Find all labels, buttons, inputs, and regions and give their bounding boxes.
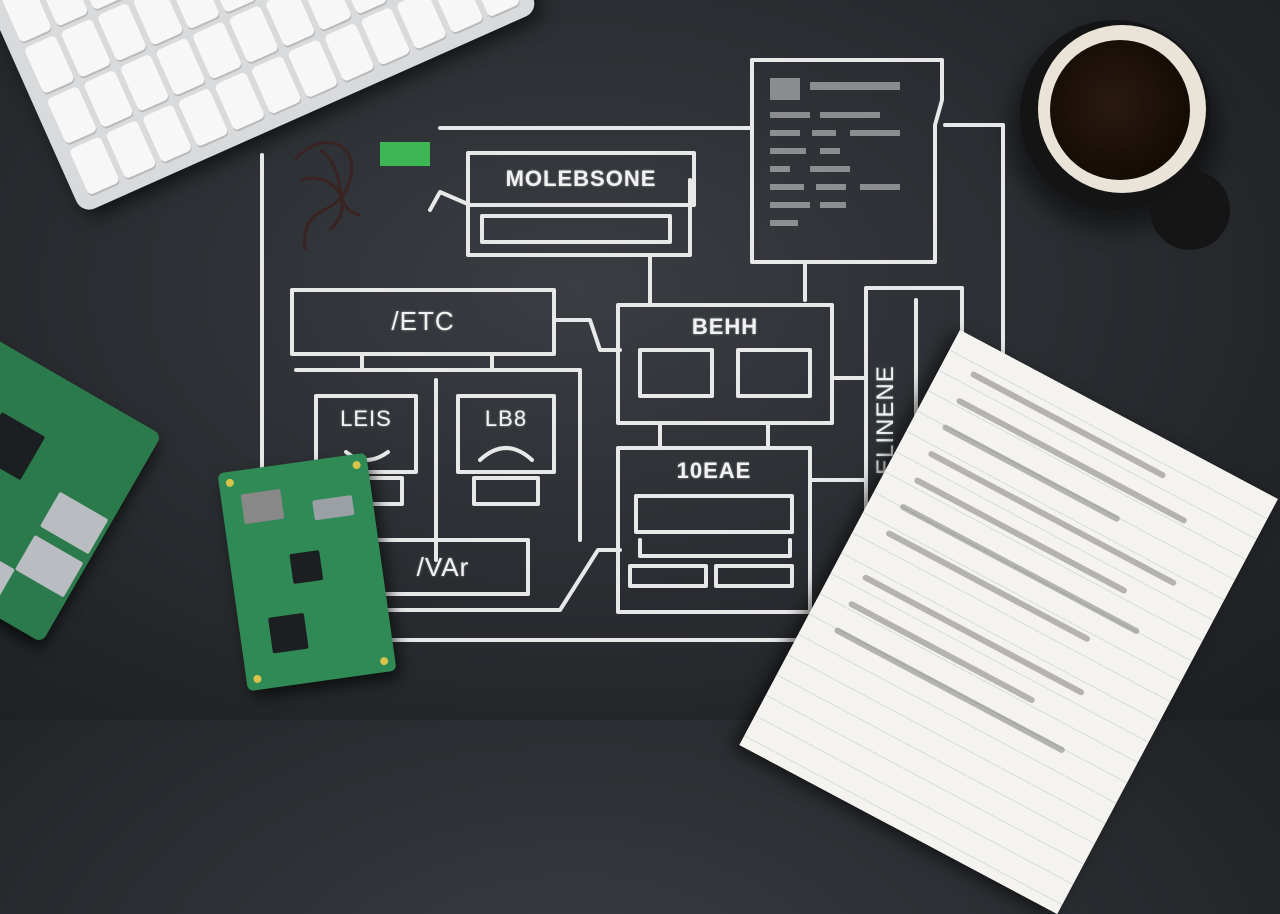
lb8-face: [478, 446, 534, 462]
board-chip: [0, 411, 46, 481]
box-10eae-slot-left: [628, 564, 708, 588]
label-molebsone: MOLEBSONE: [505, 166, 657, 191]
notebook-handwriting: [913, 476, 1128, 595]
board-chip: [240, 488, 285, 525]
box-10eae: [616, 446, 812, 614]
board-chip: [268, 612, 309, 654]
etc-bus: [360, 352, 494, 370]
left-group: [294, 368, 582, 542]
label-10eae: 10EAE: [676, 458, 752, 483]
mount-hole: [249, 671, 266, 687]
coffee: [1050, 40, 1190, 180]
mount-hole: [376, 653, 393, 670]
top-box-bracket: [466, 178, 692, 257]
notebook-handwriting: [833, 626, 1066, 754]
box-molebsone-inner: [480, 214, 672, 244]
mount-hole: [348, 457, 365, 473]
etc-to-center: [552, 318, 622, 352]
ethernet-port: [0, 544, 15, 605]
cable-tangle: [293, 141, 361, 251]
box-10eae-bar: [634, 494, 794, 534]
notebook-handwriting: [927, 450, 1178, 587]
doc-scribbles: [770, 78, 900, 226]
green-connector: [380, 142, 430, 166]
box-lb8: [456, 394, 556, 474]
label-behh: BEHH: [691, 314, 759, 339]
mount-hole: [221, 474, 238, 491]
label-etc: /ETC: [391, 306, 455, 336]
label-var: /VAr: [416, 552, 470, 582]
side-links: [808, 376, 868, 482]
label-leis: LEIS: [340, 406, 392, 431]
box-10eae-tray: [638, 538, 792, 558]
doc-box: [750, 58, 944, 264]
circuit-board-small: [217, 452, 397, 692]
behh-links: [658, 421, 770, 450]
header-pins: [312, 495, 355, 521]
label-lb8: LB8: [484, 406, 528, 431]
notebook-handwriting: [861, 573, 1086, 697]
box-lb8-base: [472, 476, 540, 506]
board-chip: [289, 550, 324, 584]
top-box-link: [428, 190, 472, 212]
box-behh-right: [736, 348, 812, 398]
box-behh-left: [638, 348, 714, 398]
box-behh: [616, 303, 834, 425]
box-10eae-slot-right: [714, 564, 794, 588]
box-molebsone: [466, 151, 696, 207]
